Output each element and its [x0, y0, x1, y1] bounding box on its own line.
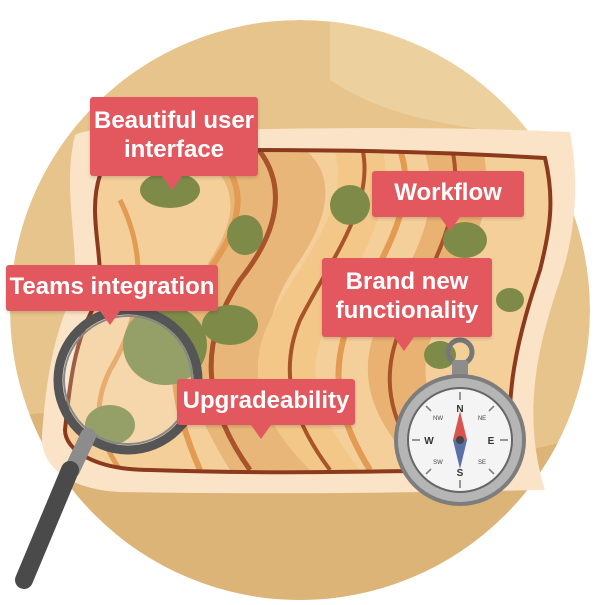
- callout-beautiful-ui-line1: Beautiful user: [93, 107, 255, 134]
- callout-workflow: Workflow: [372, 171, 524, 231]
- callout-workflow-text: Workflow: [394, 179, 502, 206]
- compass-letter-n: N: [456, 404, 463, 415]
- compass-letter-e: E: [488, 436, 495, 447]
- compass-letter-sw: SW: [433, 460, 443, 466]
- callout-beautiful-ui-line2: interface: [123, 136, 225, 163]
- callout-upgradeability-text: Upgradeability: [182, 387, 350, 414]
- callout-brand-new-line1: Brand new: [345, 268, 469, 295]
- callout-teams-integration: Teams integration: [6, 265, 218, 325]
- callout-teams-integration-text: Teams integration: [9, 273, 215, 300]
- compass-letter-se: SE: [478, 460, 486, 466]
- compass-letter-nw: NW: [433, 416, 443, 422]
- callout-brand-new-functionality: Brand new functionality: [322, 258, 492, 351]
- compass-icon: N S W E NW NE SW SE: [394, 337, 526, 506]
- compass-letter-w: W: [424, 436, 434, 447]
- compass-letter-s: S: [457, 468, 464, 479]
- callout-upgradeability: Upgradeability: [177, 379, 355, 439]
- callout-beautiful-user-interface: Beautiful user interface: [90, 97, 258, 190]
- compass-letter-ne: NE: [478, 416, 486, 422]
- callout-brand-new-line2: functionality: [335, 297, 479, 324]
